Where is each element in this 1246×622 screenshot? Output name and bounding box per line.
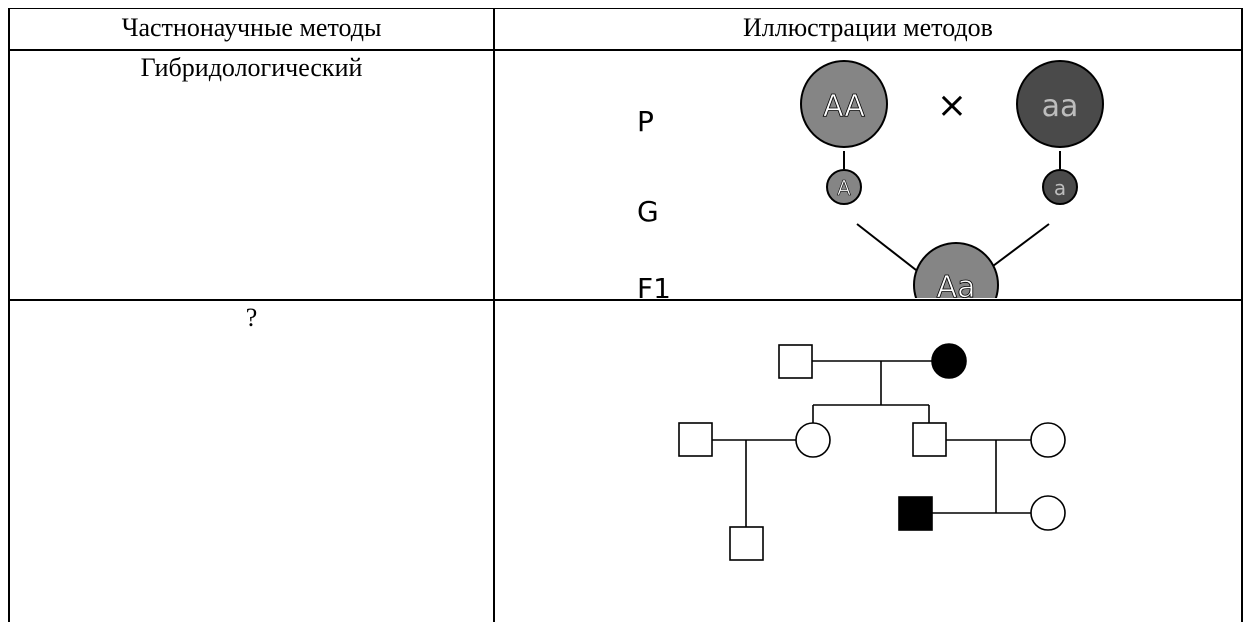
offspring-genotype: Aa [937,270,976,298]
method-name-unknown: ? [245,302,258,332]
pedigree-male-grandfather [778,344,813,379]
illustration-cell-cross: P G F1 AA × aa A a [493,49,1243,301]
gamete-2-allele: a [1054,176,1066,200]
illustration-cell-pedigree [493,298,1243,622]
methods-table: Частнонаучные методы Иллюстрации методов… [8,8,1243,622]
pedigree-female-granddaughter [1030,495,1066,531]
table-row-hybridological: Гибридологический P G F1 AA × aa [8,49,1243,301]
line-gamete1-to-offspring [856,223,926,278]
header-row: Частнонаучные методы Иллюстрации методов [8,8,1243,52]
gamete-1-allele: A [837,176,851,200]
pedigree-male-son [912,422,947,457]
parent-2-genotype: aa [1042,89,1079,124]
pedigree-male-son-in-law [678,422,713,457]
pedigree-female-daughter-in-law [1030,422,1066,458]
pedigree-male-grandson-left [729,526,764,561]
parent-2-circle [1016,60,1104,149]
generation-label-p: P [637,105,654,138]
header-illustrations-label: Иллюстрации методов [743,13,993,42]
parent-1-circle [800,60,888,149]
method-cell-hybridological: Гибридологический [8,49,495,301]
generation-label-f1: F1 [637,272,671,298]
header-methods-label: Частнонаучные методы [121,13,382,42]
generation-label-g: G [637,195,659,228]
parent-1-genotype: AA [823,89,865,124]
monohybrid-cross-diagram: P G F1 AA × aa A a [637,60,1104,299]
method-cell-unknown: ? [8,298,495,622]
table-row-unknown-method: ? [8,298,1243,622]
header-methods: Частнонаучные методы [8,8,495,52]
pedigree-female-grandmother-affected [931,343,967,379]
line-gamete2-to-offspring [988,223,1050,270]
gamete-2-circle [1042,169,1078,206]
method-name-hybridological: Гибридологический [140,53,363,83]
pedigree-male-grandson-affected [898,496,933,531]
offspring-circle [913,242,999,299]
pedigree-diagram [678,343,1066,561]
gamete-1-circle [826,169,862,206]
header-illustrations: Иллюстрации методов [493,8,1243,52]
cross-symbol: × [937,85,967,126]
pedigree-female-daughter [795,422,831,458]
